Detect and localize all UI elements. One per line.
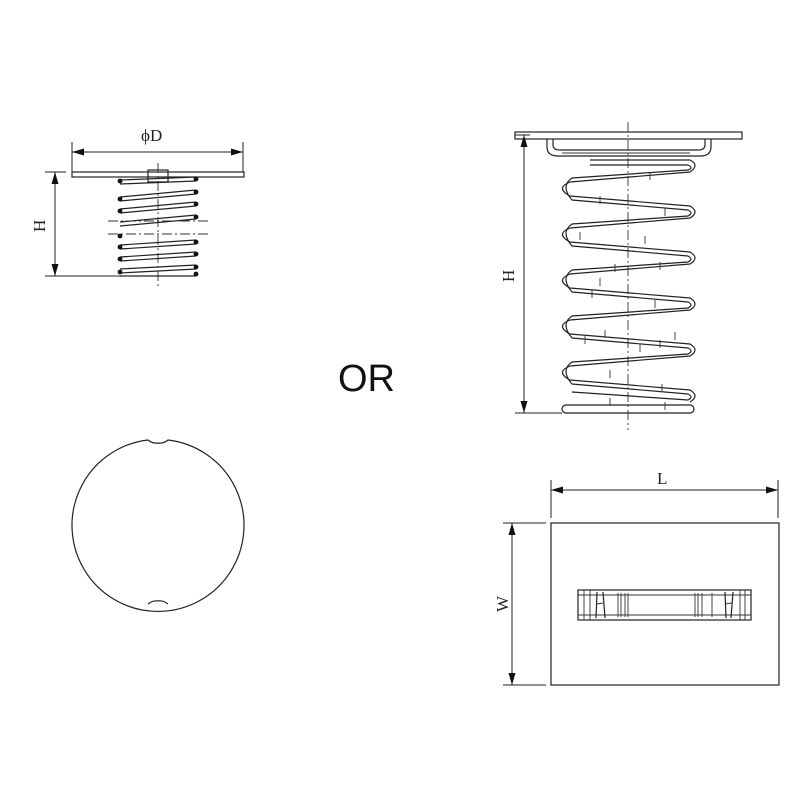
small-spring-side-view: ϕD xyxy=(30,126,245,287)
large-spring-side-view: H xyxy=(499,122,743,430)
spring-slot xyxy=(577,589,752,621)
round-top-view xyxy=(71,439,245,613)
plate-top-view: L xyxy=(493,469,780,686)
large-height-label: H xyxy=(499,270,518,282)
length-label: L xyxy=(657,469,667,488)
diameter-label: ϕD xyxy=(141,126,162,145)
small-spring-coils xyxy=(108,176,210,277)
or-separator-label: OR xyxy=(338,358,395,400)
small-height-label: H xyxy=(30,220,49,232)
large-spring-coils xyxy=(561,159,696,414)
width-label: W xyxy=(493,595,512,612)
